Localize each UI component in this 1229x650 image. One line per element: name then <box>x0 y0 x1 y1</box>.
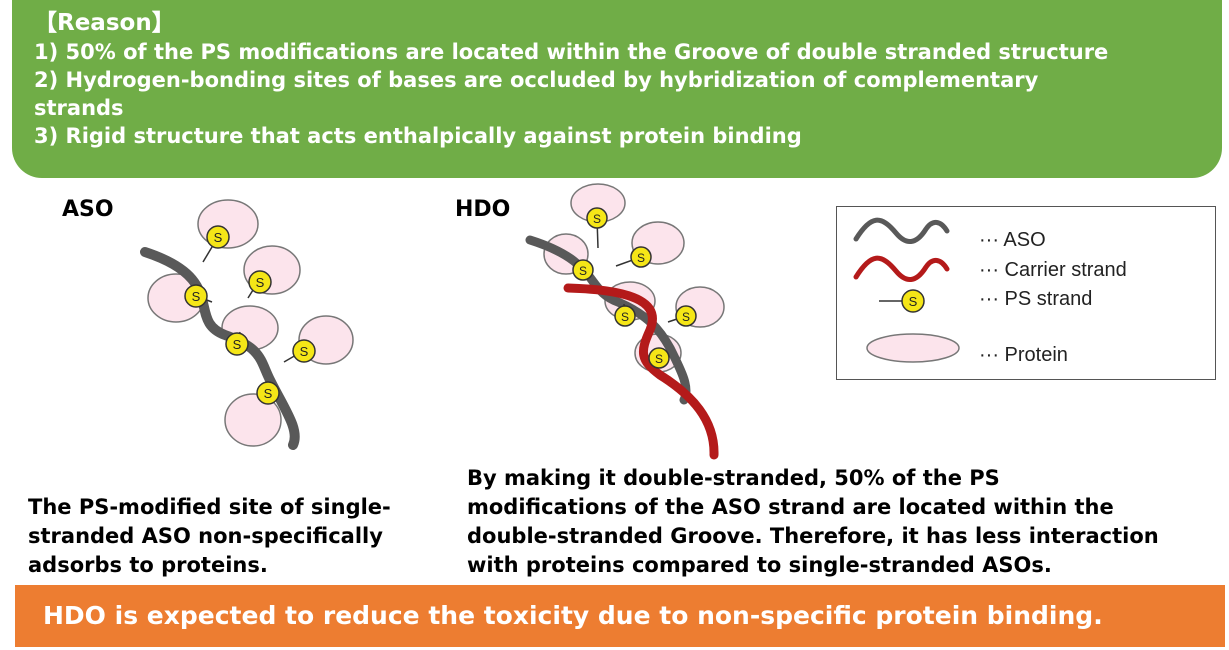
reason-line-2: 2) Hydrogen-bonding sites of bases are o… <box>34 68 1039 92</box>
aso-label: ASO <box>62 197 114 222</box>
conclusion-text: HDO is expected to reduce the toxicity d… <box>43 601 1103 630</box>
legend-aso-label: ··· ASO <box>979 229 1046 251</box>
ps-marker <box>248 270 272 294</box>
hdo-illustration: S S S S S S <box>525 183 725 460</box>
ps-marker-label: S <box>300 344 309 359</box>
ps-marker <box>586 207 608 229</box>
aso-desc-line: stranded ASO non-specifically <box>28 524 383 548</box>
ps-marker-label: S <box>655 352 663 366</box>
ps-marker-label: S <box>214 230 223 245</box>
ps-marker <box>184 284 208 308</box>
ps-marker <box>572 259 594 281</box>
legend-protein-label: ··· Protein <box>979 344 1068 366</box>
legend-ps-swatch: S <box>879 289 925 313</box>
ps-marker <box>256 381 280 405</box>
ps-marker-label: S <box>593 212 601 226</box>
ps-marker-label: S <box>256 275 265 290</box>
legend-aso-swatch <box>853 217 950 244</box>
ps-marker <box>614 305 636 327</box>
carrier-strand <box>563 283 719 460</box>
ps-marker-label: S <box>637 251 645 265</box>
reason-line-2-cont: strands <box>34 96 124 120</box>
hdo-desc-line: with proteins compared to single-strande… <box>467 553 1052 577</box>
legend-carrier-swatch <box>853 255 950 282</box>
legend-carrier-label: ··· Carrier strand <box>979 259 1127 281</box>
ps-marker <box>206 225 230 249</box>
ps-marker <box>292 339 316 363</box>
ps-marker-label: S <box>192 289 201 304</box>
ps-marker-label: S <box>909 294 918 309</box>
hdo-description: By making it double-stranded, 50% of the… <box>467 464 1159 580</box>
ps-marker-label: S <box>579 264 587 278</box>
reason-line-3: 3) Rigid structure that acts enthalpical… <box>34 124 802 148</box>
conclusion-bar: HDO is expected to reduce the toxicity d… <box>15 585 1225 647</box>
ps-marker <box>648 347 670 369</box>
hdo-desc-line: modifications of the ASO strand are loca… <box>467 495 1114 519</box>
aso-desc-line: The PS-modified site of single- <box>28 495 391 519</box>
ps-marker <box>225 332 249 356</box>
protein-ellipse <box>224 393 282 447</box>
ps-marker-label: S <box>264 386 273 401</box>
reason-title: 【Reason】 <box>34 10 175 36</box>
reason-box: 【Reason】 1) 50% of the PS modifications … <box>12 0 1222 178</box>
legend-ps-label: ··· PS strand <box>979 288 1093 310</box>
ps-marker-label: S <box>621 310 629 324</box>
ps-marker <box>675 305 697 327</box>
legend-protein-swatch <box>866 333 960 363</box>
reason-line-1: 1) 50% of the PS modifications are locat… <box>34 40 1109 64</box>
hdo-desc-line: By making it double-stranded, 50% of the… <box>467 466 1000 490</box>
aso-description: The PS-modified site of single- stranded… <box>28 493 391 580</box>
ps-marker-label: S <box>233 337 242 352</box>
hdo-label: HDO <box>455 197 511 222</box>
hdo-desc-line: double-stranded Groove. Therefore, it ha… <box>467 524 1159 548</box>
aso-illustration: S S S S S S <box>140 199 354 450</box>
ps-marker <box>630 246 652 268</box>
legend-box: ··· ASO ··· Carrier strand S ··· PS stra… <box>836 206 1216 380</box>
aso-desc-line: adsorbs to proteins. <box>28 553 268 577</box>
ps-marker-label: S <box>682 310 690 324</box>
